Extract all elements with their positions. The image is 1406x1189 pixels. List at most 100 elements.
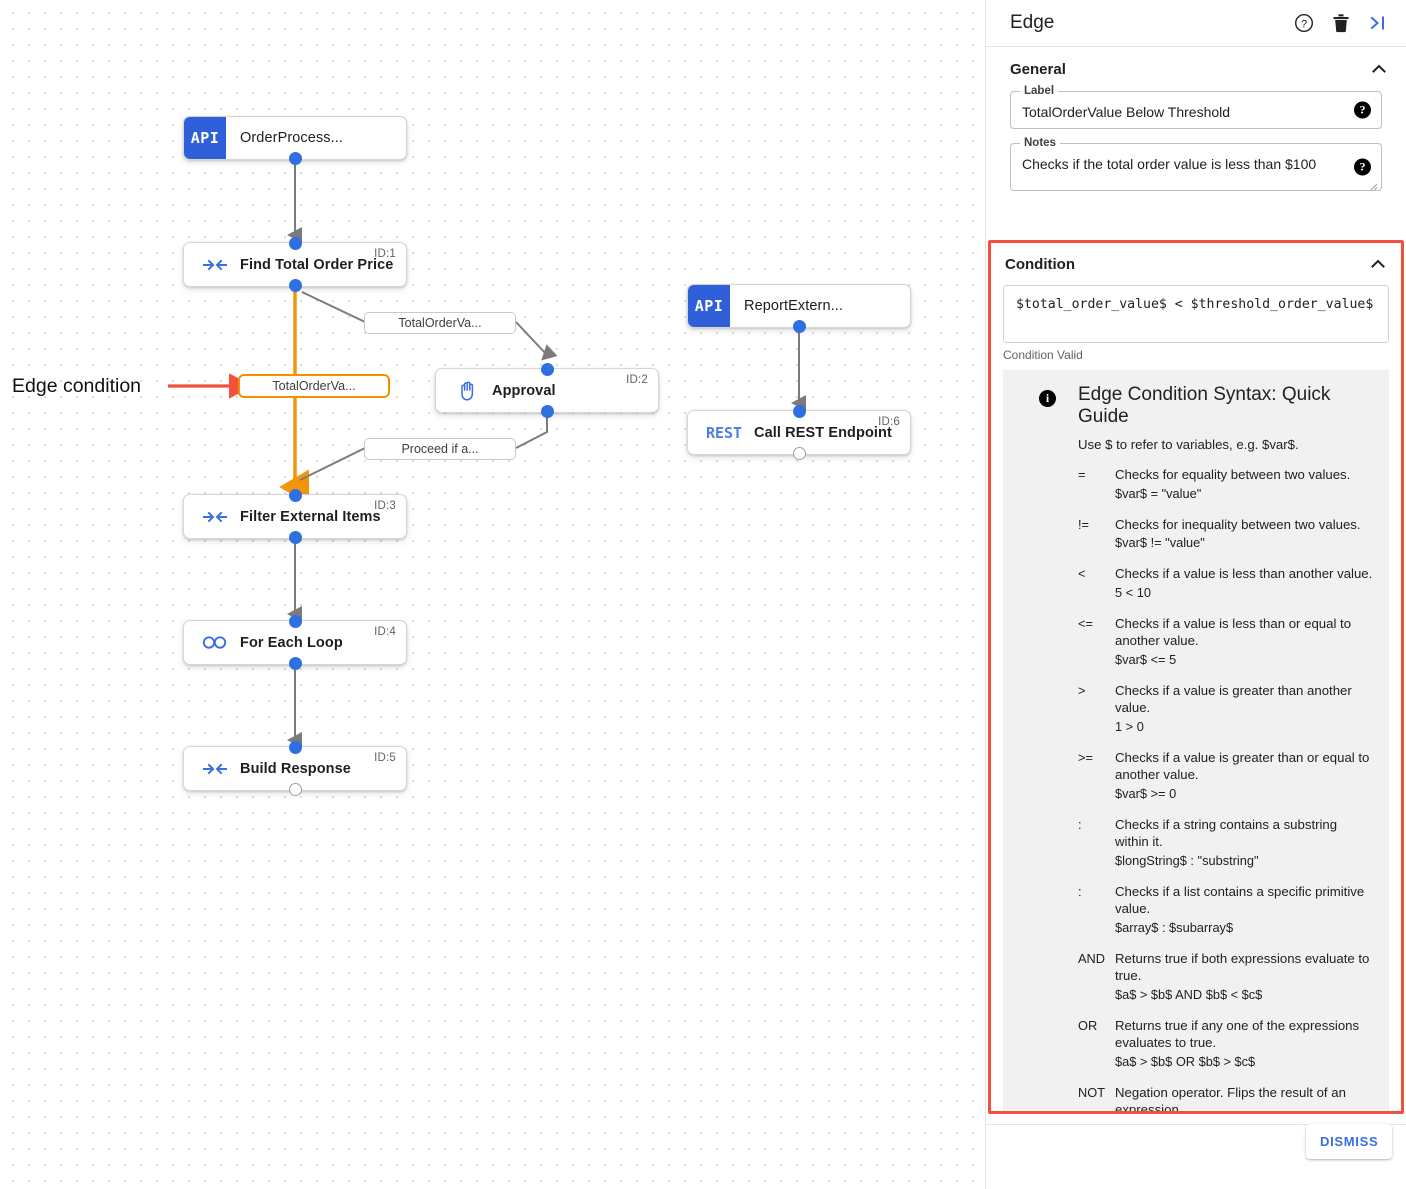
chevron-up-icon[interactable] (1370, 60, 1388, 78)
node-id-tag: ID:1 (374, 248, 396, 260)
node-approval[interactable]: Approval ID:2 (435, 363, 659, 418)
operator-symbol: AND (1078, 950, 1106, 966)
node-output-port[interactable] (289, 657, 302, 670)
node-output-port[interactable] (289, 279, 302, 292)
node-input-port[interactable] (289, 489, 302, 502)
edge-label-total-order-value-selected[interactable]: TotalOrderVa... (238, 374, 390, 398)
node-reportextern[interactable]: API ReportExtern... (687, 284, 911, 333)
notes-resize-grip[interactable] (1368, 178, 1378, 191)
notes-help-icon[interactable]: ? (1354, 158, 1371, 176)
delete-icon[interactable] (1332, 13, 1350, 33)
label-field-legend: Label (1020, 85, 1059, 97)
node-call-rest-endpoint[interactable]: REST Call REST Endpoint ID:6 (687, 405, 911, 460)
collapse-panel-icon[interactable] (1368, 13, 1388, 33)
edge-label-text: Proceed if a... (401, 442, 479, 456)
notes-field-value[interactable]: Checks if the total order value is less … (1022, 156, 1317, 172)
chevron-up-icon[interactable] (1369, 255, 1387, 273)
label-field-value[interactable]: TotalOrderValue Below Threshold (1022, 104, 1231, 120)
operator-description: Checks if a value is less than or equal … (1115, 615, 1352, 649)
node-orderprocess[interactable]: API OrderProcess... (183, 116, 407, 165)
operator-symbol: NOT (1078, 1084, 1106, 1100)
node-input-port[interactable] (793, 405, 806, 418)
operator-row: <=Checks if a value is less than or equa… (1078, 615, 1373, 669)
node-for-each-loop[interactable]: For Each Loop ID:4 (183, 615, 407, 670)
condition-section-highlighted: Condition $total_order_value$ < $thresho… (988, 240, 1404, 1114)
node-input-port[interactable] (289, 237, 302, 250)
infinity-icon (200, 635, 230, 650)
workflow-canvas[interactable]: Edge condition API OrderProcess... Find … (0, 0, 985, 1189)
node-input-port[interactable] (289, 615, 302, 628)
operator-symbol: OR (1078, 1017, 1098, 1033)
help-icon[interactable]: ? (1294, 13, 1314, 33)
node-label: For Each Loop (240, 634, 343, 651)
operator-description-block: Checks if a list contains a specific pri… (1115, 883, 1373, 937)
condition-validation-text: Condition Valid (1003, 348, 1083, 362)
operator-row: >=Checks if a value is greater than or e… (1078, 749, 1373, 803)
node-filter-external-items[interactable]: Filter External Items ID:3 (183, 489, 407, 544)
info-icon: i (1039, 390, 1056, 407)
rest-badge-icon: REST (704, 424, 744, 442)
node-output-port[interactable] (289, 152, 302, 165)
node-output-port[interactable] (793, 320, 806, 333)
node-build-response[interactable]: Build Response ID:5 (183, 741, 407, 796)
operator-row: NOT Negation operator. Flips the result o… (1078, 1084, 1373, 1114)
operator-description-block: Negation operator. Flips the result of a… (1115, 1084, 1373, 1114)
operator-example: $var$ <= 5 (1115, 651, 1177, 667)
operator-table: = Checks for equality between two values.… (1078, 466, 1373, 1114)
condition-expression-input[interactable]: $total_order_value$ < $threshold_order_v… (1003, 285, 1389, 343)
operator-description: Checks for equality between two values. (1115, 467, 1351, 482)
operator-description-block: Returns true if both expressions evaluat… (1115, 950, 1373, 1004)
operator-description: Returns true if both expressions evaluat… (1115, 950, 1370, 984)
node-output-port[interactable] (289, 531, 302, 544)
converge-arrows-icon (200, 761, 230, 777)
node-input-port[interactable] (541, 363, 554, 376)
operator-symbol: > (1078, 682, 1086, 698)
edge-label-proceed-if[interactable]: Proceed if a... (364, 438, 516, 460)
node-output-port[interactable] (793, 447, 806, 460)
section-header-general[interactable]: General (986, 47, 1406, 91)
svg-text:?: ? (1301, 18, 1307, 30)
operator-row: <Checks if a value is less than another … (1078, 565, 1373, 602)
node-id-tag: ID:4 (374, 626, 396, 638)
node-input-port[interactable] (289, 741, 302, 754)
operator-example: 5 < 10 (1115, 584, 1151, 600)
section-header-condition[interactable]: Condition (991, 243, 1401, 285)
label-help-icon[interactable]: ? (1354, 101, 1371, 119)
operator-description: Checks if a value is greater than anothe… (1115, 682, 1352, 716)
api-badge-icon: API (688, 285, 730, 327)
operator-description-block: Checks for inequality between two values… (1115, 516, 1361, 553)
notes-field-legend: Notes (1020, 137, 1060, 149)
dismiss-button[interactable]: DISMISS (1306, 1124, 1393, 1159)
node-id-tag: ID:6 (878, 416, 900, 428)
label-field[interactable]: Label TotalOrderValue Below Threshold ? (1010, 85, 1382, 129)
node-label: Build Response (240, 760, 351, 777)
operator-row: :Checks if a list contains a specific pr… (1078, 883, 1373, 937)
node-id-tag: ID:5 (374, 752, 396, 764)
operator-example: $a$ > $b$ AND $b$ < $c$ (1115, 986, 1263, 1002)
notes-field[interactable]: Notes Checks if the total order value is… (1010, 137, 1382, 191)
node-label: ReportExtern... (744, 298, 844, 314)
operator-row: != Checks for inequality between two valu… (1078, 516, 1373, 553)
operator-description: Checks if a value is greater than or equ… (1115, 749, 1370, 783)
edge-label-total-order-value-top[interactable]: TotalOrderVa... (364, 312, 516, 334)
operator-symbol: = (1078, 467, 1086, 482)
operator-description-block: Checks if a value is greater than anothe… (1115, 682, 1373, 736)
operator-example: 1 > 0 (1115, 718, 1144, 734)
edge-condition-syntax-guide: i Edge Condition Syntax: Quick Guide Use… (1003, 370, 1389, 1114)
operator-description-block: Checks if a value is less than another v… (1115, 565, 1372, 602)
operator-symbol: != (1078, 516, 1090, 532)
operator-description-block: Checks for equality between two values. $… (1115, 466, 1350, 503)
rest-badge-label: REST (705, 423, 743, 442)
operator-symbol: : (1078, 816, 1082, 832)
node-label: Call REST Endpoint (754, 424, 892, 441)
node-output-port[interactable] (541, 405, 554, 418)
operator-example: $var$ = "value" (1115, 485, 1202, 501)
operator-description: Negation operator. Flips the result of a… (1115, 1084, 1346, 1114)
node-output-port[interactable] (289, 783, 302, 796)
panel-header-actions: ? (1294, 13, 1388, 33)
operator-example: $a$ > $b$ OR $b$ > $c$ (1115, 1053, 1256, 1069)
node-find-total-order-price[interactable]: Find Total Order Price ID:1 (183, 237, 407, 292)
operator-description-block: Checks if a value is less than or equal … (1115, 615, 1373, 669)
node-label: Filter External Items (240, 508, 381, 525)
